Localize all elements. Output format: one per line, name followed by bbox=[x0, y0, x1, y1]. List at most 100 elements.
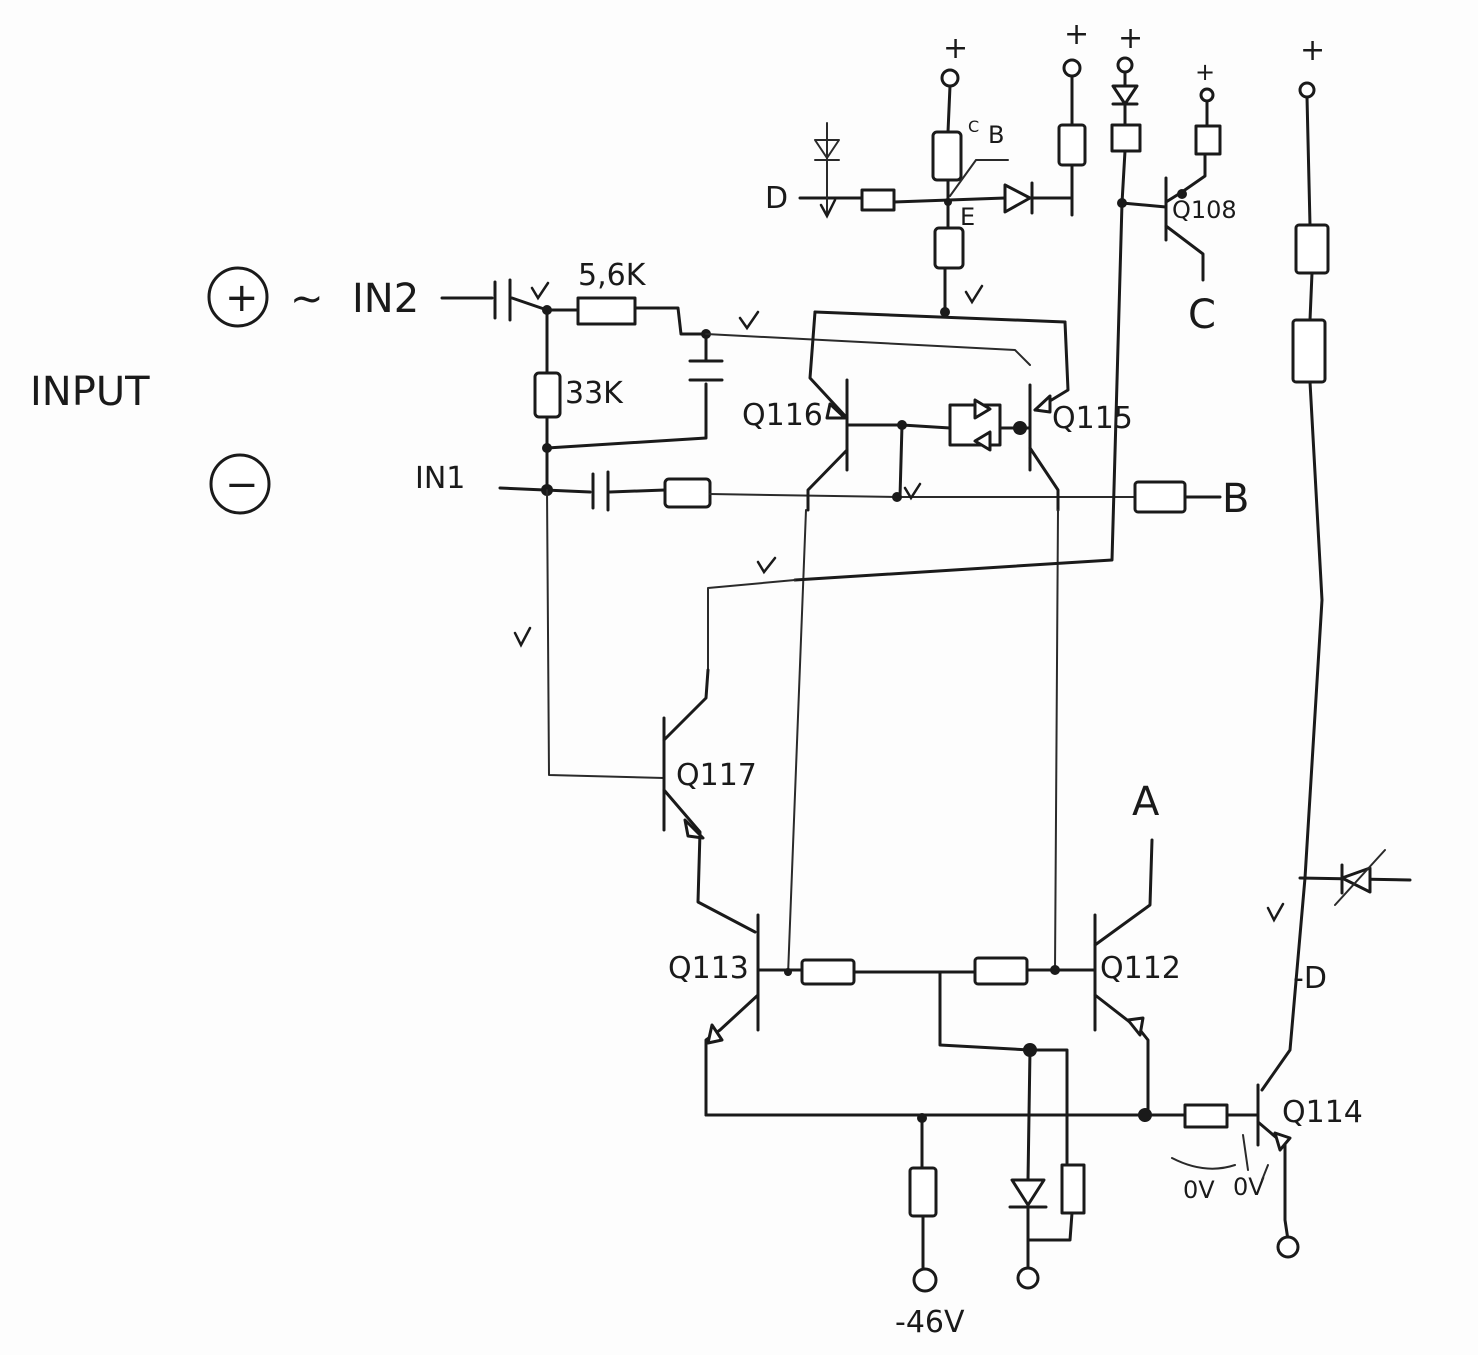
ac-wave-symbol: ~ bbox=[290, 276, 324, 322]
resistor-d-series bbox=[860, 188, 896, 212]
junction-q113-base bbox=[784, 968, 792, 976]
diode-plus-3-bar bbox=[1111, 70, 1139, 127]
in1-label: IN1 bbox=[415, 461, 465, 496]
wire-to-q117 bbox=[707, 579, 796, 671]
resistor-33k-label: 33K bbox=[565, 376, 624, 411]
diode-ground bbox=[1010, 1178, 1046, 1207]
in1-wire bbox=[498, 486, 592, 494]
resistor-5-6k-label: 5,6K bbox=[578, 258, 647, 293]
diode-ground-bar bbox=[1008, 1205, 1048, 1270]
diode-plus-3 bbox=[1111, 84, 1139, 106]
check-mark-6 bbox=[513, 626, 532, 648]
plus-input-symbol: + bbox=[225, 275, 259, 321]
node-c-label: C bbox=[1188, 292, 1216, 338]
check-mark-1 bbox=[530, 281, 550, 301]
supply-plus-2: + bbox=[1064, 17, 1089, 52]
terminal-ground bbox=[1016, 1266, 1040, 1290]
check-mark-4 bbox=[903, 482, 922, 501]
junction-q112-base bbox=[1050, 965, 1060, 975]
q115-collector bbox=[1028, 446, 1060, 512]
q113-label: Q113 bbox=[668, 951, 749, 986]
q116-emitter-arrow bbox=[825, 402, 847, 420]
supply-plus-3: + bbox=[1118, 21, 1143, 56]
q117-emitter-arrow bbox=[683, 818, 705, 840]
in2-label: IN2 bbox=[352, 276, 419, 322]
wire-q115-collector-down bbox=[1054, 509, 1059, 971]
node-a-label: A bbox=[1132, 779, 1160, 825]
q113-emitter bbox=[704, 993, 760, 1117]
q117-collector bbox=[662, 668, 710, 742]
q108-collector bbox=[1164, 224, 1205, 282]
wire-plus-5-down bbox=[1305, 95, 1312, 227]
resistor-below-e bbox=[933, 226, 965, 270]
node-e-label: E bbox=[960, 203, 975, 231]
wire-diode-stack-right bbox=[1028, 1048, 1069, 1165]
terminal-neg-supply bbox=[912, 1267, 938, 1293]
minus-input-symbol: − bbox=[225, 462, 259, 508]
diode-d-vertical bbox=[814, 122, 840, 216]
q112-label: Q112 bbox=[1100, 951, 1181, 986]
resistor-top-1 bbox=[931, 130, 963, 182]
plus-input-terminal bbox=[207, 266, 269, 328]
supply-plus-5: + bbox=[1300, 33, 1325, 68]
q114-label: Q114 bbox=[1282, 1095, 1363, 1130]
wire-q116-base-down bbox=[898, 423, 904, 499]
q112-emitter bbox=[1093, 993, 1150, 1117]
q115-emitter-arrow bbox=[1033, 394, 1052, 414]
resistor-q112-base bbox=[973, 956, 1029, 986]
terminal-q114-out bbox=[1276, 1235, 1300, 1259]
check-mark-8 bbox=[819, 198, 837, 219]
wire-in1-down bbox=[546, 489, 665, 779]
junction-q115-base bbox=[1013, 421, 1027, 435]
resistor-neg-supply bbox=[908, 1166, 938, 1218]
wire-resistor-ground bbox=[1026, 1211, 1074, 1242]
wire-q116-emitter-top bbox=[808, 310, 849, 420]
zero-volts-arc bbox=[1171, 1134, 1269, 1181]
small-b-label: B bbox=[988, 121, 1004, 149]
q113-emitter-arrow bbox=[706, 1023, 724, 1045]
node-b-label: B bbox=[1222, 476, 1249, 522]
wire-diff-top-rail bbox=[813, 310, 1067, 324]
resistor-top-2 bbox=[1057, 123, 1087, 167]
check-mark-2 bbox=[738, 310, 760, 331]
q108-label: Q108 bbox=[1172, 196, 1237, 224]
node-d-minus-label: -D bbox=[1293, 961, 1327, 996]
supply-plus-1: + bbox=[943, 31, 968, 66]
wire-q116-collector-down bbox=[787, 509, 807, 976]
wire-5-6k-to-node bbox=[633, 306, 708, 336]
resistor-right-1 bbox=[1294, 223, 1330, 275]
resistor-ground bbox=[1060, 1163, 1086, 1215]
q117-label: Q117 bbox=[676, 758, 757, 793]
zero-volts-label-2: 0V bbox=[1233, 1173, 1265, 1201]
terminal-plus-1 bbox=[940, 68, 960, 88]
diode-bridge-lower bbox=[973, 430, 992, 452]
wire-diode-stack-down bbox=[1026, 1048, 1032, 1182]
q114-emitter bbox=[1256, 1120, 1290, 1242]
junction-diff-top bbox=[940, 307, 950, 317]
q116-label: Q116 bbox=[742, 398, 823, 433]
q115-label: Q115 bbox=[1052, 401, 1133, 436]
wire-down-to-q117-collector bbox=[793, 201, 1124, 582]
small-c-label: C bbox=[968, 117, 979, 136]
q112-collector bbox=[1093, 838, 1154, 947]
resistor-33k bbox=[533, 371, 562, 419]
wire-plus-1-down bbox=[946, 84, 952, 134]
terminal-plus-4 bbox=[1199, 87, 1215, 103]
check-mark-5 bbox=[756, 556, 777, 575]
resistor-to-b bbox=[1133, 480, 1187, 514]
resistor-top-3 bbox=[1110, 123, 1142, 153]
q108-emitter bbox=[1164, 148, 1207, 204]
check-mark-7 bbox=[1266, 902, 1285, 923]
in1-resistor bbox=[663, 477, 712, 509]
wire-mid-down bbox=[938, 970, 1032, 1052]
q112-emitter-arrow bbox=[1126, 1016, 1145, 1037]
small-transistor-sketch bbox=[949, 159, 1009, 197]
supply-plus-4: + bbox=[1195, 58, 1215, 86]
terminal-plus-5 bbox=[1298, 81, 1316, 99]
resistor-5-6k bbox=[576, 296, 637, 326]
wire-in1-to-b bbox=[709, 493, 1136, 498]
crossed-diode-strike bbox=[1334, 849, 1386, 906]
diode-bridge-upper bbox=[973, 398, 992, 420]
resistor-right-2 bbox=[1291, 318, 1327, 384]
